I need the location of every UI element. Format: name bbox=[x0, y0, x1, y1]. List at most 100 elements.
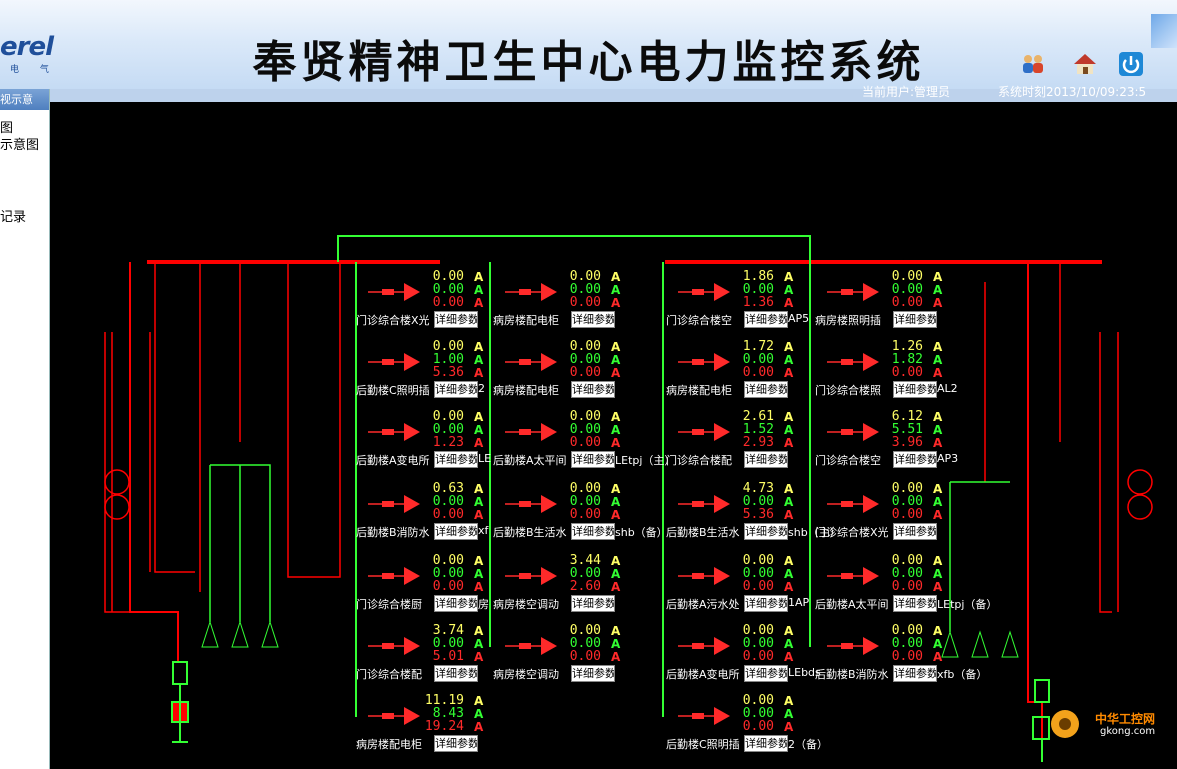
detail-params-button[interactable]: 详细参数 bbox=[571, 595, 615, 612]
unit-label: A bbox=[933, 650, 943, 664]
sidebar-item-records[interactable]: 记录 bbox=[0, 210, 27, 225]
detail-params-button[interactable]: 详细参数 bbox=[893, 595, 937, 612]
current-phase-a: 0.00 bbox=[891, 481, 923, 496]
current-phase-c: 0.00 bbox=[569, 507, 601, 522]
detail-params-button[interactable]: 详细参数 bbox=[893, 451, 937, 468]
detail-params-button[interactable]: 详细参数 bbox=[744, 311, 788, 328]
unit-label: A bbox=[933, 624, 943, 638]
feeder-name: 病房楼配电柜 bbox=[493, 384, 559, 397]
current-phase-b: 8.43 bbox=[432, 706, 464, 721]
current-phase-c: 0.00 bbox=[569, 365, 601, 380]
unit-label: A bbox=[933, 637, 943, 651]
breaker-icon bbox=[505, 423, 557, 441]
current-phase-c: 0.00 bbox=[569, 435, 601, 450]
unit-label: A bbox=[933, 283, 943, 297]
detail-params-button[interactable]: 详细参数 bbox=[434, 665, 478, 682]
current-phase-a: 0.00 bbox=[569, 623, 601, 638]
current-phase-c: 0.00 bbox=[432, 295, 464, 310]
detail-params-button[interactable]: 详细参数 bbox=[571, 665, 615, 682]
current-phase-b: 0.00 bbox=[891, 566, 923, 581]
detail-params-button[interactable]: 详细参数 bbox=[571, 523, 615, 540]
power-icon[interactable] bbox=[1118, 52, 1144, 76]
company-logo-subtitle: 电 气 bbox=[10, 65, 58, 75]
detail-params-button[interactable]: 详细参数 bbox=[571, 381, 615, 398]
feeder-name: 后勤楼A变电所 bbox=[666, 668, 740, 681]
sidebar-item-schematic[interactable]: 示意图 bbox=[0, 138, 40, 153]
detail-params-button[interactable]: 详细参数 bbox=[434, 381, 478, 398]
unit-label: A bbox=[474, 436, 484, 450]
detail-params-button[interactable]: 详细参数 bbox=[744, 735, 788, 752]
unit-label: A bbox=[784, 637, 794, 651]
unit-label: A bbox=[784, 283, 794, 297]
current-phase-c: 0.00 bbox=[569, 295, 601, 310]
detail-params-button[interactable]: 详细参数 bbox=[893, 665, 937, 682]
current-phase-a: 11.19 bbox=[424, 693, 464, 708]
window-corner-decoration bbox=[1151, 14, 1177, 48]
detail-params-button[interactable]: 详细参数 bbox=[893, 311, 937, 328]
detail-params-button[interactable]: 详细参数 bbox=[571, 311, 615, 328]
detail-params-button[interactable]: 详细参数 bbox=[744, 665, 788, 682]
unit-label: A bbox=[611, 482, 621, 496]
current-phase-c: 0.00 bbox=[432, 507, 464, 522]
feeder-name: 病房楼配电柜 bbox=[666, 384, 732, 397]
current-phase-b: 1.82 bbox=[891, 352, 923, 367]
current-phase-c: 0.00 bbox=[569, 649, 601, 664]
breaker-icon bbox=[368, 353, 420, 371]
detail-params-button[interactable]: 详细参数 bbox=[434, 311, 478, 328]
detail-params-button[interactable]: 详细参数 bbox=[744, 595, 788, 612]
current-phase-b: 0.00 bbox=[891, 282, 923, 297]
unit-label: A bbox=[474, 270, 484, 284]
breaker-icon bbox=[505, 637, 557, 655]
feeder-name: 后勤楼B生活水 bbox=[666, 526, 740, 539]
breaker-icon bbox=[827, 353, 879, 371]
home-icon[interactable] bbox=[1072, 52, 1098, 76]
current-phase-a: 2.61 bbox=[742, 409, 774, 424]
detail-params-button[interactable]: 详细参数 bbox=[434, 595, 478, 612]
feeder-suffix: 2 bbox=[478, 382, 485, 395]
detail-params-button[interactable]: 详细参数 bbox=[744, 451, 788, 468]
feeder-name: 门诊综合楼厨 bbox=[356, 598, 422, 611]
unit-label: A bbox=[611, 366, 621, 380]
feeder-suffix: 1AP bbox=[788, 596, 810, 609]
sidebar-header[interactable]: 视示意 bbox=[0, 89, 49, 110]
feeder-name: 后勤楼A变电所 bbox=[356, 454, 430, 467]
unit-label: A bbox=[474, 353, 484, 367]
detail-params-button[interactable]: 详细参数 bbox=[744, 381, 788, 398]
detail-params-button[interactable]: 详细参数 bbox=[434, 451, 478, 468]
current-phase-c: 0.00 bbox=[742, 365, 774, 380]
current-phase-c: 3.96 bbox=[891, 435, 923, 450]
current-phase-b: 0.00 bbox=[891, 494, 923, 509]
detail-params-button[interactable]: 详细参数 bbox=[434, 523, 478, 540]
sidebar-item-diagram[interactable]: 图 bbox=[0, 121, 14, 136]
detail-params-button[interactable]: 详细参数 bbox=[893, 381, 937, 398]
detail-params-button[interactable]: 详细参数 bbox=[571, 451, 615, 468]
unit-label: A bbox=[933, 340, 943, 354]
unit-label: A bbox=[933, 508, 943, 522]
breaker-icon bbox=[827, 283, 879, 301]
detail-params-button[interactable]: 详细参数 bbox=[744, 523, 788, 540]
current-user-label: 当前用户:管理员 bbox=[862, 85, 951, 99]
detail-params-button[interactable]: 详细参数 bbox=[434, 735, 478, 752]
unit-label: A bbox=[784, 554, 794, 568]
users-icon[interactable] bbox=[1020, 52, 1046, 76]
feeder-suffix: xfb（备） bbox=[937, 668, 988, 681]
detail-params-button[interactable]: 详细参数 bbox=[893, 523, 937, 540]
wiring-diagram bbox=[104, 235, 1153, 762]
current-phase-a: 3.74 bbox=[432, 623, 464, 638]
feeder-name: 后勤楼A太平间 bbox=[815, 598, 889, 611]
feeder-name: 后勤楼C照明插 bbox=[356, 384, 430, 397]
breaker-icon bbox=[678, 423, 730, 441]
feeder-suffix: LEbds bbox=[788, 666, 821, 679]
right-incomer bbox=[1027, 262, 1043, 752]
current-phase-b: 1.52 bbox=[742, 422, 774, 437]
current-phase-a: 4.73 bbox=[742, 481, 774, 496]
unit-label: A bbox=[784, 296, 794, 310]
